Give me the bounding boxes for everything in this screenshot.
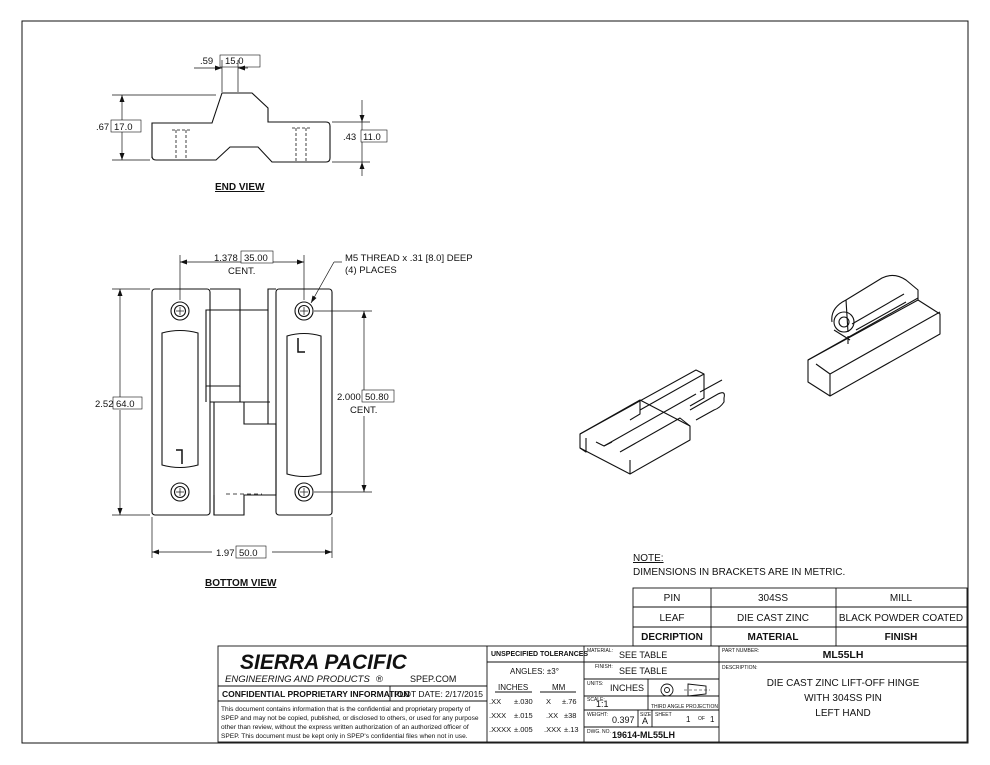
- end-view-label: END VIEW: [215, 182, 265, 193]
- tolerances-title: UNSPECIFIED TOLERANCES: [491, 651, 588, 658]
- units-label: UNITS:: [587, 681, 603, 687]
- vert-center-dim: 2.000: [337, 392, 361, 403]
- title-block: [217, 645, 968, 743]
- vert-center-note: CENT.: [350, 405, 377, 416]
- bom-row2-material: DIE CAST ZINC: [737, 613, 809, 624]
- confidential-label: CONFIDENTIAL PROPRIETARY INFORMATION: [222, 689, 409, 699]
- material-label: MATERIAL:: [587, 648, 613, 654]
- sheet-border: [21, 20, 969, 744]
- bom-header-finish: FINISH: [885, 632, 918, 643]
- tol-row3-mm-fmt: .XXX: [544, 725, 561, 734]
- company-name: SIERRA PACIFIC: [240, 651, 408, 674]
- bom-row1-finish: MILL: [890, 593, 913, 604]
- thread-note-line1: M5 THREAD x .31 [8.0] DEEP: [345, 253, 473, 264]
- hole-center-dim-mm: 35.00: [244, 253, 268, 264]
- units-value: INCHES: [610, 683, 644, 693]
- weight-value: 0.397: [612, 715, 635, 725]
- bom-row2-description: LEAF: [659, 613, 684, 624]
- size-label: SIZE: [640, 712, 652, 718]
- bom-header-description: DECRIPTION: [641, 632, 703, 643]
- sheet-value: 1: [686, 715, 691, 724]
- bom-row1-material: 304SS: [758, 593, 788, 604]
- registered-mark-icon: ®: [376, 674, 383, 685]
- vert-center-dim-mm: 50.80: [365, 392, 389, 403]
- bottom-height-dim: 2.52: [95, 399, 114, 410]
- thread-note-line2: (4) PLACES: [345, 265, 397, 276]
- tol-row2-mm-fmt: .XX: [546, 711, 558, 720]
- part-number-label: PART NUMBER:: [722, 648, 759, 654]
- tolerances-angles: ANGLES: ±3°: [510, 667, 559, 676]
- tol-row1-mm-val: ±.76: [562, 697, 577, 706]
- end-view-width-dim-mm: 15.0: [225, 56, 244, 67]
- projection-label: THIRD ANGLE PROJECTION: [651, 704, 718, 710]
- tol-row1-mm-fmt: X: [546, 697, 551, 706]
- dwg-label: DWG. NO.: [587, 729, 611, 735]
- end-view-width-dim: .59: [200, 56, 213, 67]
- confidential-text-line2: SPEP and may not be copied, published, o…: [221, 715, 479, 722]
- description-line3: LEFT HAND: [815, 708, 870, 719]
- sheet-total: 1: [710, 715, 715, 724]
- tol-row2-in-fmt: .XXX: [489, 711, 506, 720]
- tol-row1-in-fmt: .XX: [489, 697, 501, 706]
- size-value: A: [642, 716, 648, 726]
- bottom-width-dim-mm: 50.0: [239, 548, 258, 559]
- tolerances-inches-label: INCHES: [498, 683, 528, 692]
- note-title: NOTE:: [633, 553, 664, 564]
- company-subtitle: ENGINEERING AND PRODUCTS: [225, 674, 370, 685]
- bottom-view: [112, 255, 372, 558]
- dwg-value: 19614-ML55LH: [612, 730, 675, 740]
- bom-row2-finish: BLACK POWDER COATED: [839, 613, 963, 624]
- tol-row3-mm-val: ±.13: [564, 725, 579, 734]
- note-text: DIMENSIONS IN BRACKETS ARE IN METRIC.: [633, 567, 845, 578]
- finish-value: SEE TABLE: [619, 666, 667, 676]
- hole-center-dim: 1.378: [214, 253, 238, 264]
- tolerances-mm-label: MM: [552, 683, 566, 692]
- end-view-height-dim: .67: [96, 122, 109, 133]
- finish-label: FINISH:: [595, 664, 613, 670]
- confidential-text-line3: other than review, without the express w…: [221, 724, 469, 731]
- bottom-height-dim-mm: 64.0: [116, 399, 135, 410]
- sheet-label: SHEET: [655, 712, 672, 718]
- material-value: SEE TABLE: [619, 650, 667, 660]
- tol-row3-in-val: ±.005: [514, 725, 533, 734]
- tol-row2-in-val: ±.015: [514, 711, 533, 720]
- confidential-text-line1: This document contains information that …: [221, 706, 470, 713]
- isometric-view-1: [579, 369, 725, 475]
- scale-label: SCALE:: [587, 697, 605, 703]
- plot-date: PLOT DATE: 2/17/2015: [394, 689, 483, 699]
- bom-header-material: MATERIAL: [748, 632, 799, 643]
- tol-row2-mm-val: ±38: [564, 711, 576, 720]
- isometric-view-2: [807, 274, 941, 397]
- confidential-text-line4: SPEP. This document must be kept only in…: [221, 733, 468, 740]
- scale-value: 1:1: [596, 699, 609, 709]
- bottom-width-dim: 1.97: [216, 548, 235, 559]
- description-label: DESCRIPTION:: [722, 665, 758, 671]
- weight-label: WEIGHT:: [587, 712, 608, 718]
- bottom-view-label: BOTTOM VIEW: [205, 578, 277, 589]
- part-number: ML55LH: [823, 649, 864, 661]
- end-view-height-dim-mm: 17.0: [114, 122, 133, 133]
- end-view-height2-dim-mm: 11.0: [363, 132, 381, 143]
- tol-row3-in-fmt: .XXXX: [489, 725, 511, 734]
- description-line1: DIE CAST ZINC LIFT-OFF HINGE: [767, 678, 920, 689]
- tol-row1-in-val: ±.030: [514, 697, 533, 706]
- bom-row1-description: PIN: [664, 593, 681, 604]
- end-view: [112, 60, 370, 176]
- sheet-of: OF: [698, 716, 705, 722]
- hole-center-note: CENT.: [228, 266, 255, 277]
- company-website: SPEP.COM: [410, 674, 456, 684]
- end-view-height2-dim: .43: [343, 132, 356, 143]
- description-line2: WITH 304SS PIN: [804, 693, 882, 704]
